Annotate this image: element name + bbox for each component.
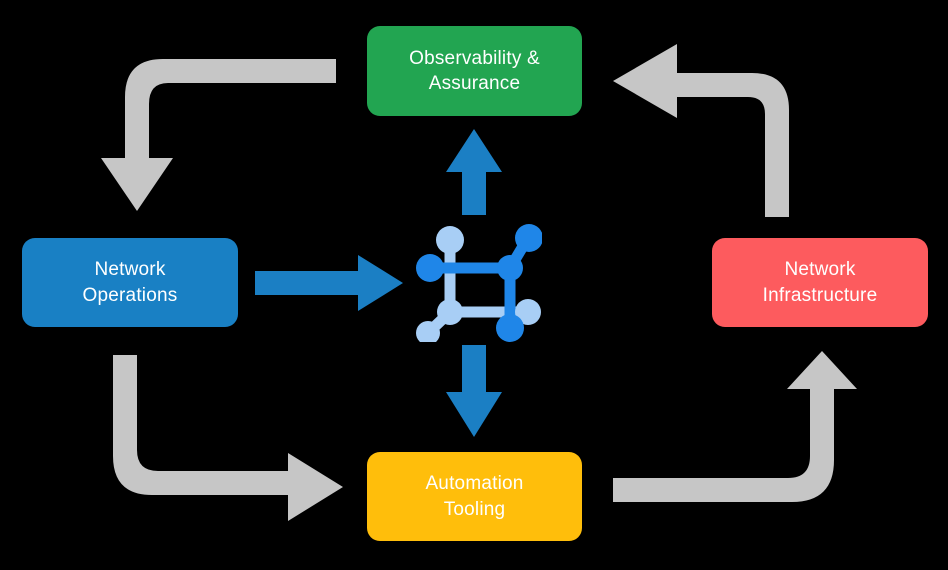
node-observability-assurance[interactable]: Observability & Assurance [367,26,582,116]
arrow-operations-to-center [255,255,403,311]
topology-nodes-secondary [416,226,541,345]
network-topology-icon [414,214,543,345]
arrow-automation-to-infrastructure [613,351,857,502]
arrow-operations-to-automation [113,355,343,521]
node-network-operations[interactable]: Network Operations [22,238,238,327]
arrow-observability-to-operations [101,59,336,211]
node-automation-tooling[interactable]: Automation Tooling [367,452,582,541]
arrow-center-to-automation [446,345,502,437]
arrow-center-to-observability [446,129,502,215]
network-topology-icon-svg [416,224,543,345]
topology-nodes-primary [416,224,543,342]
arrow-infrastructure-to-observability [613,44,789,217]
node-network-infrastructure[interactable]: Network Infrastructure [712,238,928,327]
